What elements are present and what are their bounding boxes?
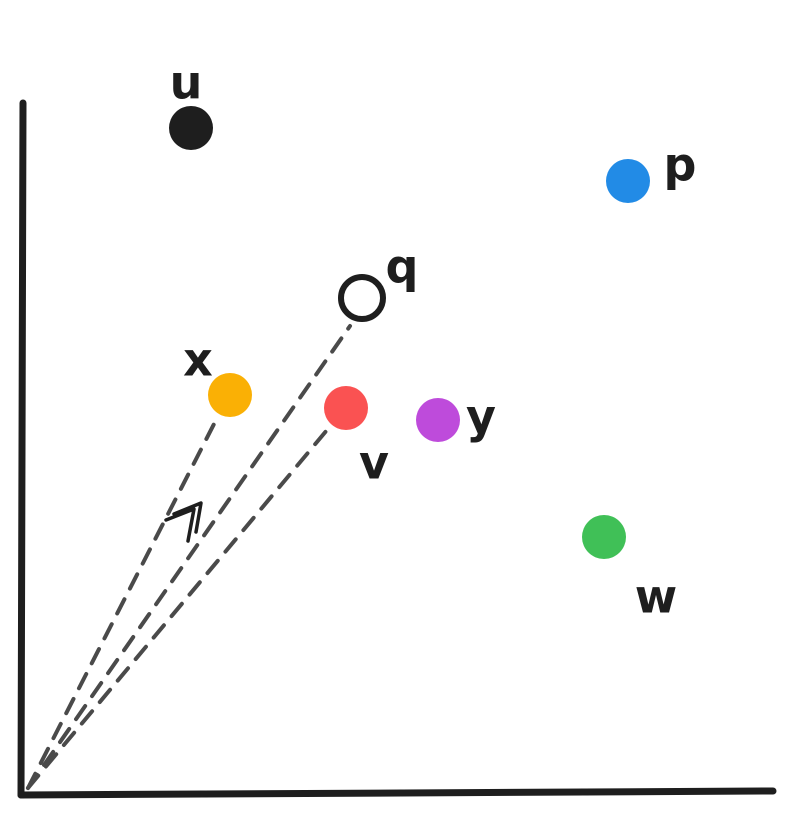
rays-group	[26, 324, 352, 790]
point-u	[169, 106, 213, 150]
angle-mark	[164, 501, 203, 543]
x-axis	[17, 787, 777, 799]
label-y: y	[466, 390, 496, 444]
label-q: q	[386, 240, 419, 294]
label-w: w	[635, 570, 678, 624]
label-x: x	[183, 333, 213, 387]
point-v	[324, 386, 368, 430]
points-group	[169, 106, 650, 559]
y-axis	[17, 99, 27, 799]
label-v: v	[359, 436, 389, 490]
label-p: p	[664, 138, 697, 192]
ray-to-x	[26, 422, 216, 790]
point-x	[208, 373, 252, 417]
point-y	[416, 398, 460, 442]
point-p	[606, 159, 650, 203]
ray-to-v	[26, 422, 334, 790]
point-q	[338, 274, 386, 322]
point-w	[582, 515, 626, 559]
ray-to-q	[26, 324, 352, 790]
labels-group: u p q x v y w	[170, 56, 697, 624]
label-u: u	[170, 56, 203, 110]
